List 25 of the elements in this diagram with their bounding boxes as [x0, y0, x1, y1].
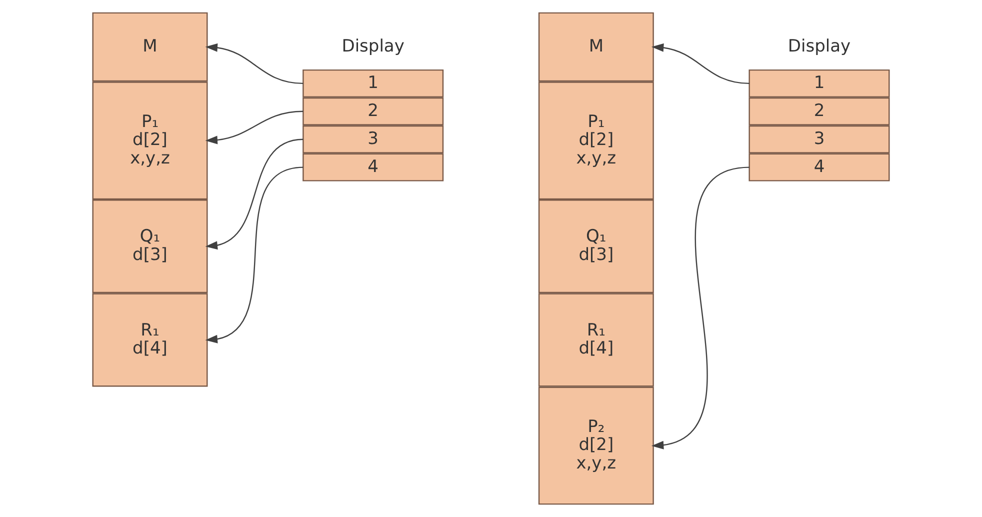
label: Display: [788, 36, 851, 56]
node-box: Q₁ d[3]: [92, 200, 208, 294]
node-box: 3: [302, 125, 444, 154]
arrow: [205, 43, 304, 84]
node-box: 2: [748, 97, 890, 126]
node-box: P₁ d[2] x,y,z: [92, 82, 208, 200]
node-box: R₁ d[4]: [538, 293, 654, 387]
node-box: 4: [302, 153, 444, 182]
node-box: 1: [302, 69, 444, 98]
node-box: Q₁ d[3]: [538, 200, 654, 294]
node-box: 3: [748, 125, 890, 154]
node-box: M: [538, 12, 654, 82]
label: Display: [342, 36, 404, 56]
node-box: M: [92, 12, 208, 82]
arrow: [205, 166, 304, 344]
node-box: P₂ d[2] x,y,z: [538, 386, 654, 505]
arrow: [205, 110, 304, 144]
node-box: 4: [748, 153, 890, 182]
node-box: 2: [302, 97, 444, 126]
arrow: [205, 138, 304, 250]
node-box: 1: [748, 69, 890, 98]
node-box: P₁ d[2] x,y,z: [538, 82, 654, 200]
arrow: [651, 166, 750, 450]
arrow: [651, 43, 750, 84]
node-box: R₁ d[4]: [92, 293, 208, 387]
